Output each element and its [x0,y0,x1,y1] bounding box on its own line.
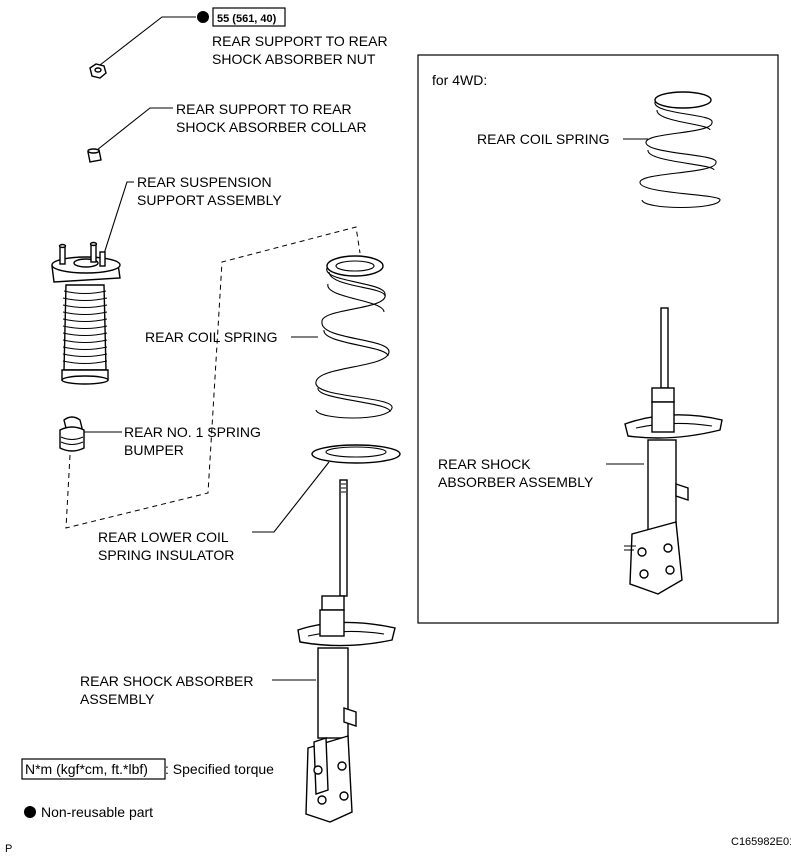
support-label-line-1: REAR SUSPENSION [137,174,272,190]
inset-title: for 4WD: [432,72,487,88]
legend-torque-desc: : Specified torque [165,761,274,777]
lower-insulator-part [311,444,401,464]
nut-label-line-1: REAR SUPPORT TO REAR [212,33,388,49]
legend-torque-unit: N*m (kgf*cm, ft.*lbf) [25,761,148,777]
bumper-label-line-1: REAR NO. 1 SPRING [124,424,261,440]
inset-coil-spring-label: REAR COIL SPRING [477,131,610,147]
shock-absorber-part [297,479,396,823]
nut-label-line-2: SHOCK ABSORBER NUT [212,51,376,67]
bumper-part [59,416,85,452]
filled-circle-icon [24,806,36,818]
nonreusable-marker-icon [197,11,209,23]
torque-box [212,7,286,27]
inset-shock-label-line-1: REAR SHOCK [438,456,531,472]
inset-shock-absorber-part [624,307,723,595]
insulator-label-line-1: REAR LOWER COIL [98,529,229,545]
legend-torque-box [21,758,166,780]
bumper-label-line-2: BUMPER [124,442,184,458]
figure-code: C165982E01 [731,836,791,848]
inset-shock-label-line-2: ABSORBER ASSEMBLY [438,474,594,490]
legend-nonreusable: Non-reusable part [41,804,153,820]
collar-part [87,148,102,163]
insulator-label-line-2: SPRING INSULATOR [98,547,234,563]
coil-spring-label: REAR COIL SPRING [145,329,278,345]
corner-letter: P [5,843,12,855]
collar-label-line-1: REAR SUPPORT TO REAR [176,101,352,117]
nut-part [89,63,107,79]
collar-label-line-2: SHOCK ABSORBER COLLAR [176,119,367,135]
coil-spring-part [315,255,393,419]
shock-label-line-2: ASSEMBLY [80,691,155,707]
support-assembly-part [51,241,121,385]
shock-label-line-1: REAR SHOCK ABSORBER [80,673,254,689]
support-label-line-2: SUPPORT ASSEMBLY [137,192,282,208]
inset-coil-spring-part [639,91,721,209]
torque-value: 55 (561, 40) [217,13,277,25]
inset-box [417,54,779,624]
